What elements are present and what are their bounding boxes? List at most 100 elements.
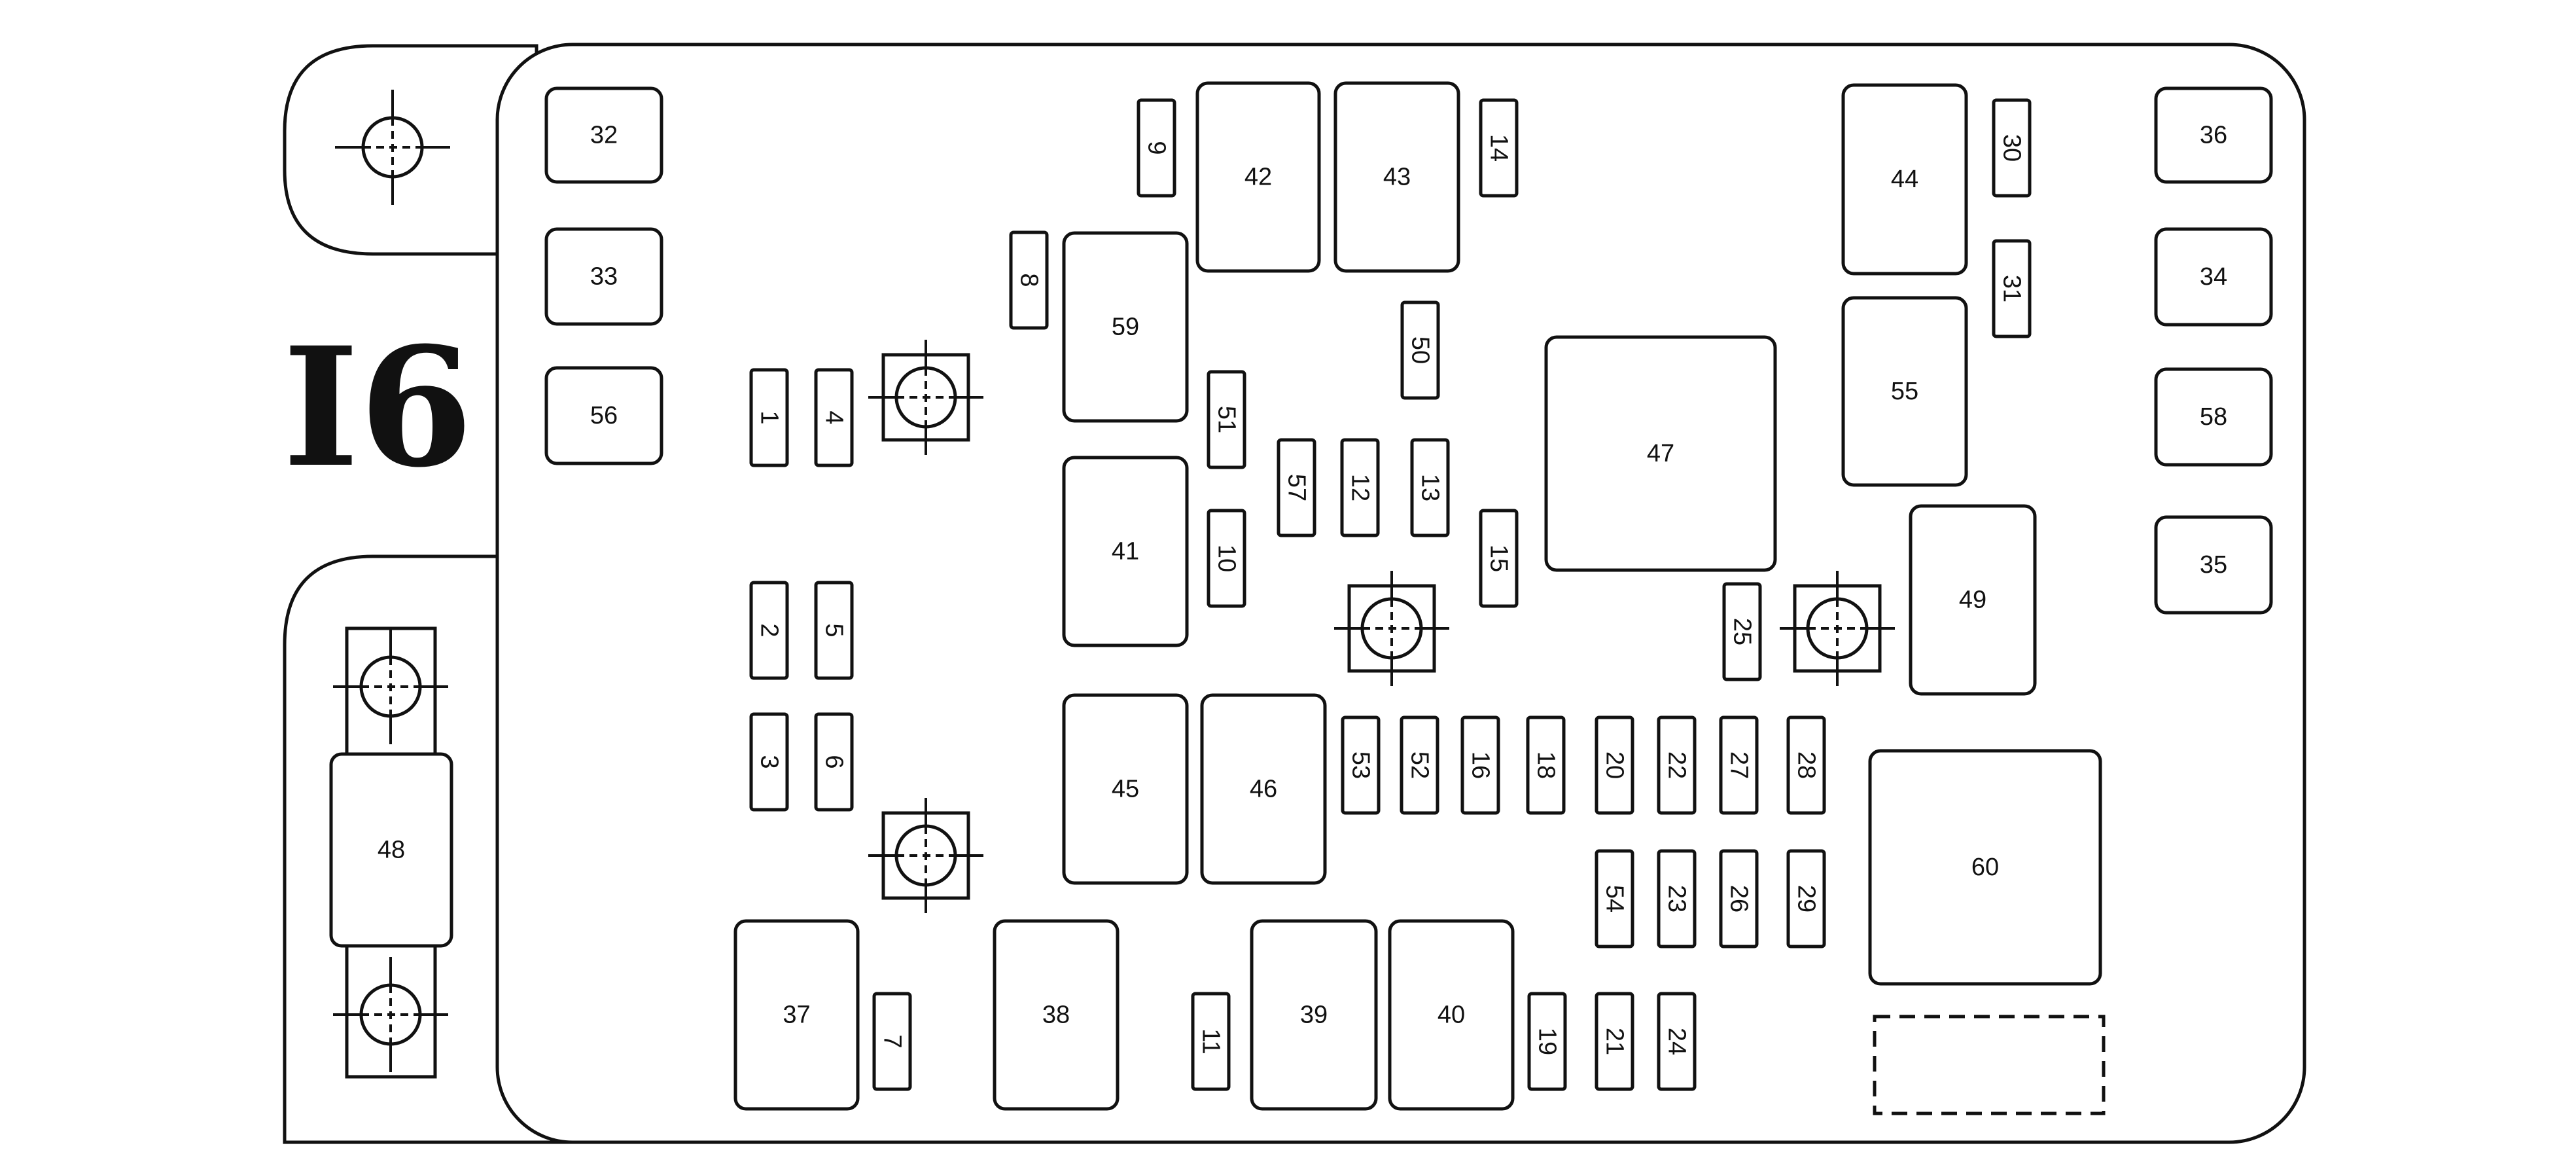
position-label: 35 [2200,551,2227,579]
position-label: 23 [1663,885,1691,912]
position-label: 49 [1959,586,1986,614]
position-label: 6 [820,755,848,768]
fuse-position-10: 10 [1207,509,1246,608]
position-label: 39 [1300,1002,1328,1029]
fuse-position-14: 14 [1479,98,1519,198]
relay-position-40: 40 [1388,919,1515,1111]
position-label: 30 [1998,134,2026,162]
fuse-position-50: 50 [1400,300,1440,400]
fuse-position-4: 4 [814,368,854,467]
mounting-point-marker [1334,571,1449,686]
fuse-position-9: 9 [1137,98,1176,198]
relay-position-43: 43 [1333,81,1460,273]
fuse-position-19: 19 [1527,992,1567,1091]
position-label: 15 [1485,545,1513,572]
position-label: 55 [1891,378,1918,405]
position-label: 14 [1485,134,1513,162]
position-label: 28 [1793,751,1820,779]
relay-position-38: 38 [993,919,1120,1111]
fuse-position-27: 27 [1719,715,1759,815]
position-label: 50 [1407,336,1434,364]
relay-position-45: 45 [1062,693,1189,885]
position-label: 7 [879,1034,906,1048]
position-label: 20 [1601,751,1629,779]
relay-position-35: 35 [2154,515,2273,615]
mounting-point-marker [335,90,450,205]
fuse-position-1: 1 [749,368,789,467]
position-label: 52 [1406,751,1434,779]
fuse-position-53: 53 [1341,715,1381,815]
relay-position-47: 47 [1544,335,1777,572]
position-label: 8 [1015,273,1043,287]
relay-position-32: 32 [544,86,663,184]
position-label: 24 [1663,1028,1691,1055]
relay-position-41: 41 [1062,456,1189,647]
position-label: 1 [756,410,783,424]
position-label: 5 [820,623,848,637]
relay-position-39: 39 [1250,919,1378,1111]
position-label: 56 [590,402,618,429]
position-label: 13 [1417,474,1444,501]
position-label: 25 [1729,618,1756,645]
position-label: 32 [590,122,618,149]
fuse-position-23: 23 [1657,849,1697,948]
position-label: 47 [1647,440,1674,467]
fuse-position-20: 20 [1595,715,1634,815]
fuse-position-29: 29 [1786,849,1826,948]
position-label: 31 [1998,275,2026,302]
position-label: 41 [1112,538,1139,566]
position-label: 33 [590,263,618,291]
position-label: 26 [1725,885,1753,912]
position-label: 36 [2200,122,2227,149]
position-label: 44 [1891,166,1918,193]
position-label: 51 [1213,406,1241,433]
position-label: 37 [783,1002,810,1029]
position-label: 58 [2200,403,2227,431]
position-label: 12 [1347,474,1374,501]
position-label: 19 [1534,1028,1561,1055]
fuse-position-2: 2 [749,581,789,680]
relay-position-42: 42 [1195,81,1321,273]
relay-position-60: 60 [1868,749,2102,986]
position-label: 42 [1244,164,1272,191]
position-label: 16 [1467,751,1494,779]
position-label: 40 [1438,1002,1465,1029]
fuse-position-13: 13 [1410,438,1450,537]
fuse-position-18: 18 [1526,715,1566,815]
position-label: 18 [1532,751,1560,779]
mounting-point-marker [333,957,448,1072]
relay-position-49: 49 [1909,504,2037,696]
position-label: 11 [1197,1028,1225,1054]
relay-position-46: 46 [1200,693,1327,885]
relay-position-58: 58 [2154,367,2273,467]
position-label: 21 [1601,1028,1629,1055]
position-label: 46 [1250,776,1277,803]
position-label: 2 [756,623,783,637]
fuse-position-30: 30 [1992,98,2032,198]
position-label: 22 [1663,751,1691,779]
fuse-position-6: 6 [814,712,854,812]
fuse-position-28: 28 [1786,715,1826,815]
diagram-title: I6 [283,311,473,503]
position-label: 9 [1143,141,1171,154]
fuse-position-26: 26 [1719,849,1759,948]
mounting-point-marker [868,798,983,913]
position-label: 29 [1793,885,1820,912]
fuse-position-31: 31 [1992,239,2032,338]
fuse-position-21: 21 [1595,992,1634,1091]
position-label: 34 [2200,263,2227,291]
fuse-position-12: 12 [1340,438,1380,537]
relay-position-37: 37 [733,919,860,1111]
position-label: 53 [1347,751,1375,779]
relay-position-56: 56 [544,366,663,465]
relay-position-44: 44 [1841,83,1968,276]
relay-position-34: 34 [2154,227,2273,327]
relay-position-48: 48 [329,752,453,948]
position-label: 43 [1383,164,1411,191]
fuse-position-7: 7 [872,992,912,1091]
fuse-position-22: 22 [1657,715,1697,815]
fuse-position-24: 24 [1657,992,1697,1091]
position-label: 59 [1112,314,1139,341]
